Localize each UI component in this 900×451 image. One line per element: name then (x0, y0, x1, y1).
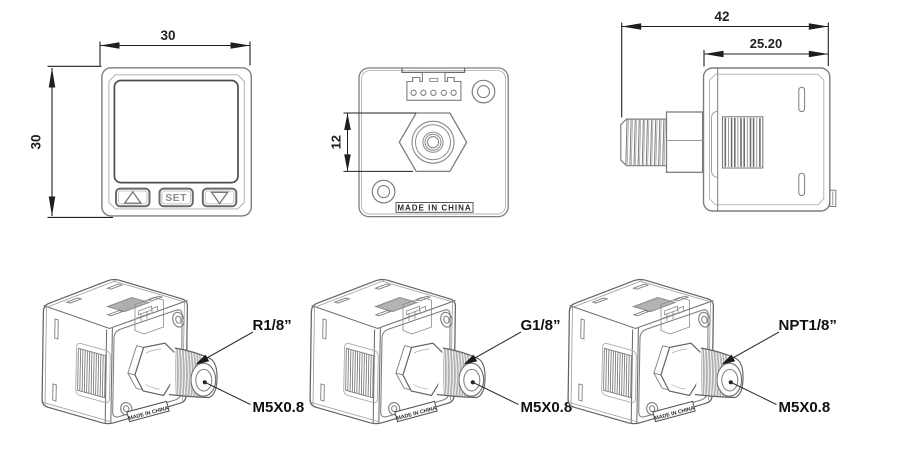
port-label: M5X0.8 (253, 399, 305, 416)
up-button (115, 187, 151, 208)
side-slot-bottom (798, 172, 806, 197)
dim-arrow (704, 50, 724, 58)
up-arrow-icon (123, 190, 143, 204)
mount-hole-inner (377, 185, 391, 199)
port-ring (411, 120, 455, 164)
rear-connector-key (429, 77, 439, 82)
thread-leader-arrow (195, 354, 210, 365)
side-thread-lines (625, 119, 666, 166)
rear-body-inner (361, 70, 507, 215)
mount-hole-outer (371, 179, 396, 204)
side-vent-lines (724, 118, 761, 167)
port-leader-line (730, 381, 777, 405)
thread-label: G1/8” (521, 317, 561, 334)
port-ring (422, 131, 444, 153)
front-width-dimension (99, 41, 251, 66)
rear-hex-text: 12 (329, 135, 344, 149)
dim-arrow (808, 23, 829, 30)
mount-hole-outer (471, 79, 496, 104)
thread-label: R1/8” (253, 317, 292, 334)
side-body-text: 25.20 (750, 36, 783, 51)
side-overall-dimension (621, 22, 829, 118)
thread-leader-line (205, 331, 254, 359)
rear-view: MADE IN CHINA 12 (329, 67, 509, 218)
thread-leader-arrow (463, 354, 478, 365)
dim-arrow (48, 68, 56, 88)
front-display (113, 79, 239, 184)
port-ring (426, 136, 440, 149)
side-view: 42 25.20 (620, 9, 837, 212)
port-ring (424, 133, 442, 151)
dim-arrow (100, 42, 120, 49)
thread-leader-line (731, 331, 780, 359)
side-body-dimension (703, 50, 829, 67)
down-button (201, 187, 238, 208)
connector-pin (420, 89, 427, 96)
side-tab (829, 189, 837, 207)
connector-pin (440, 89, 447, 96)
front-height-text: 30 (29, 134, 44, 149)
thread-label: NPT1/8” (779, 317, 837, 334)
front-bezel (108, 74, 245, 210)
dim-arrow (344, 113, 351, 130)
side-nut (665, 111, 704, 173)
origin-label-box (395, 202, 474, 213)
dim-arrow (48, 196, 56, 216)
side-slot-top (798, 86, 806, 113)
origin-label-text: MADE IN CHINA (397, 203, 471, 212)
port-label: M5X0.8 (779, 399, 831, 416)
port-leader-line (204, 381, 251, 405)
rear-hex-nut (398, 112, 468, 173)
port-label: M5X0.8 (521, 399, 573, 416)
port-ring (415, 124, 451, 161)
mount-hole-inner (476, 85, 491, 99)
connector-pin (430, 89, 437, 96)
down-arrow-icon (210, 191, 229, 205)
front-view: SET 30 30 (29, 28, 252, 218)
side-vent (721, 116, 764, 169)
dim-arrow (808, 50, 829, 58)
thread-leader-line (473, 331, 522, 359)
set-button: SET (158, 187, 194, 208)
dim-arrow (344, 154, 351, 172)
front-height-dimension (47, 65, 113, 218)
side-gasket (711, 110, 718, 179)
port-leader-line (472, 381, 519, 405)
side-body (702, 67, 831, 212)
side-bezel (709, 73, 825, 206)
front-width-text: 30 (160, 28, 175, 43)
thread-leader-arrow (721, 354, 736, 365)
connector-pin (410, 89, 417, 96)
side-overall-text: 42 (714, 9, 729, 24)
connector-pin (450, 89, 457, 96)
dim-arrow (621, 23, 642, 30)
dim-arrow (230, 42, 250, 49)
set-button-label: SET (165, 192, 187, 204)
rear-connector (406, 71, 462, 101)
